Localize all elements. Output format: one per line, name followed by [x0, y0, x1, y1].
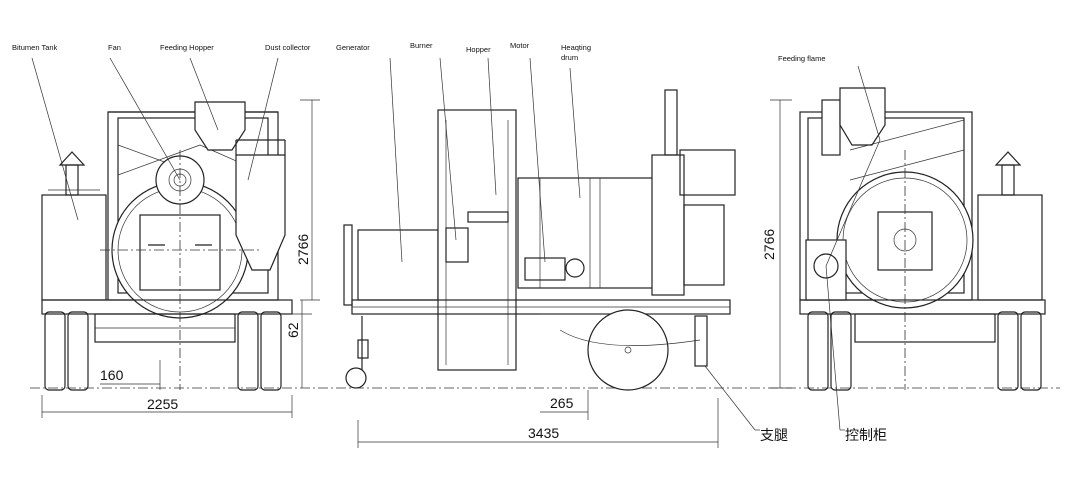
dim-width-front: 2255 — [147, 396, 178, 412]
front-wheel-left-1 — [44, 311, 66, 391]
leader-bitumen-tank — [31, 57, 79, 221]
label-dust-collector: Dust collector — [265, 43, 311, 52]
burner-tower — [437, 109, 517, 371]
leader-feeding-hopper — [189, 57, 219, 131]
rear-wheel-2 — [830, 311, 852, 391]
front-wheel-right-2 — [260, 311, 282, 391]
leader-burner — [439, 57, 457, 241]
burner — [445, 227, 469, 263]
dim-offset-160: 160 — [100, 367, 124, 383]
label-hopper: Hopper — [466, 45, 491, 54]
feeding-hopper — [194, 101, 246, 151]
label-feeding-hopper: Feeding Hopper — [160, 43, 214, 52]
chain — [559, 329, 701, 346]
label-heating-drum-line2: drum — [561, 53, 578, 62]
rear-wheel-1 — [807, 311, 829, 391]
bitumen-tank — [41, 194, 107, 301]
leader-dust-collector — [247, 57, 279, 181]
heating-drum — [517, 177, 654, 289]
label-burner: Burner — [410, 41, 433, 50]
rear-wheel-3 — [997, 311, 1019, 391]
dim-height-right: 2766 — [761, 229, 777, 260]
support-leg — [694, 315, 708, 367]
rear-bitumen-tank — [977, 194, 1043, 301]
generator — [357, 229, 439, 301]
tank-chimney — [65, 164, 79, 196]
label-control-cabinet: 控制柜 — [845, 428, 887, 444]
label-feeding-flame: Feeding flame — [778, 54, 826, 63]
leader-fan — [109, 57, 181, 181]
side-wheel — [587, 309, 669, 391]
jack-wheel — [345, 367, 367, 389]
leader-heating-drum — [569, 67, 581, 199]
label-support-leg: 支腿 — [760, 428, 788, 444]
leader-motor — [529, 57, 546, 263]
rear-view — [770, 65, 1046, 431]
side-view — [343, 57, 760, 448]
leader-hopper — [487, 57, 497, 196]
dim-length-side: 3435 — [528, 425, 559, 441]
dust-collector-side — [651, 154, 685, 296]
rear-chimney — [821, 99, 841, 156]
tow-post — [343, 224, 353, 306]
front-view — [31, 57, 320, 418]
label-bitumen-tank: Bitumen Tank — [12, 43, 58, 52]
feeding-flame — [839, 87, 886, 146]
leader-control-cabinet — [825, 265, 841, 431]
dim-height-left: 2766 — [295, 234, 311, 265]
dim-wheel-height: 62 — [285, 322, 301, 338]
front-wheel-left-2 — [67, 311, 89, 391]
label-generator: Generator — [336, 43, 370, 52]
dim-offset-265: 265 — [550, 395, 574, 411]
rear-wheel-4 — [1020, 311, 1042, 391]
front-wheel-right-1 — [237, 311, 259, 391]
hopper — [467, 211, 509, 223]
label-heating-drum-line1: Heaqting — [561, 43, 591, 52]
label-motor: Motor — [510, 41, 530, 50]
leader-generator — [389, 57, 403, 263]
label-fan: Fan — [108, 43, 121, 52]
leader-support-leg — [704, 365, 756, 431]
tank-chimney-cap — [58, 151, 86, 166]
leader-feeding-flame — [857, 65, 881, 141]
